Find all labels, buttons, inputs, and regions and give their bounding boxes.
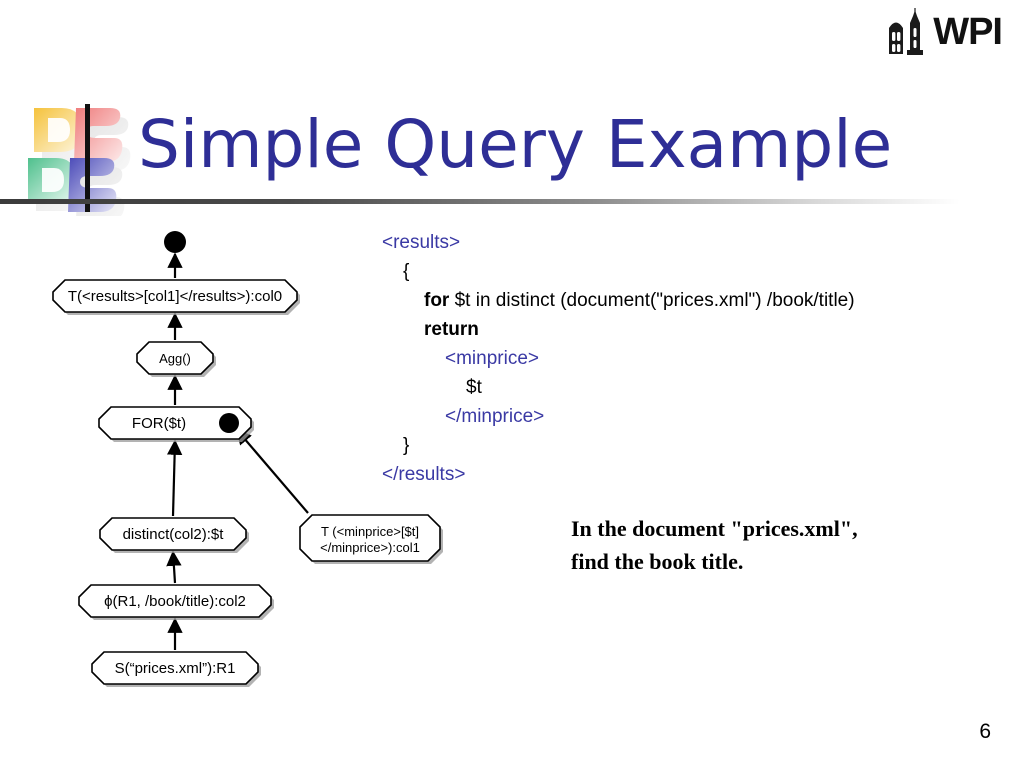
query-line: $t	[382, 373, 855, 402]
diagram-node[interactable]: ϕ(R1, /book/title):col2	[78, 584, 274, 620]
query-token: </minprice>	[445, 406, 545, 427]
query-token: $t	[466, 377, 482, 398]
node-shape	[91, 651, 259, 685]
title-divider	[0, 199, 960, 204]
node-shape	[98, 406, 252, 440]
diagram-edge	[166, 439, 183, 517]
diagram-node[interactable]: distinct(col2):$t	[99, 517, 249, 553]
wpi-tower-icon	[889, 8, 924, 55]
title-vertical-rule	[85, 104, 90, 212]
diagram-edge	[166, 550, 182, 584]
node-label: ϕ(R1, /book/title):col2	[104, 593, 246, 610]
query-token: {	[403, 261, 410, 282]
query-line: </minprice>	[382, 402, 855, 431]
node-label: S(“prices.xml”):R1	[115, 660, 236, 677]
diagram-node[interactable]: T (<minprice>[$t]</minprice>):col1	[299, 514, 443, 564]
query-description: In the document "prices.xml", find the b…	[571, 512, 991, 578]
query-token: }	[403, 435, 410, 456]
query-line: }	[382, 431, 855, 460]
description-line-2: find the book title.	[571, 549, 744, 574]
wpi-logo: WPI	[885, 8, 1003, 56]
query-line: {	[382, 257, 855, 286]
query-token: </results>	[382, 464, 466, 485]
node-label-line-2: </minprice>):col1	[320, 540, 420, 555]
node-label: distinct(col2):$t	[123, 526, 225, 543]
node-shape	[299, 514, 441, 562]
query-line: <minprice>	[382, 344, 855, 373]
query-token: <minprice>	[445, 348, 539, 369]
node-shape	[99, 517, 247, 551]
query-line: for $t in distinct (document("prices.xml…	[382, 286, 855, 315]
query-line: return	[382, 315, 855, 344]
diagram-node[interactable]: T(<results>[col1]</results>):col0	[52, 279, 300, 315]
node-label: T(<results>[col1]</results>):col0	[68, 288, 282, 305]
query-token: for	[424, 290, 450, 311]
node-shape	[52, 279, 298, 313]
query-line: <results>	[382, 228, 855, 257]
query-token: return	[424, 319, 479, 340]
query-line: </results>	[382, 460, 855, 489]
diagram-edge-diagonal	[235, 428, 309, 514]
diagram-node[interactable]: FOR($t)	[98, 406, 254, 442]
root-output-dot	[164, 231, 186, 253]
node-port-dot	[219, 413, 239, 433]
node-label: Agg()	[159, 351, 191, 366]
node-label: FOR($t)	[132, 415, 186, 432]
wpi-wordmark: WPI	[933, 11, 1003, 53]
diagram-node[interactable]: Agg()	[136, 341, 216, 377]
node-shape	[136, 341, 214, 375]
xquery-code-block: <results> { for $t in distinct (document("…	[382, 228, 855, 489]
node-label-line-1: T (<minprice>[$t]	[321, 524, 419, 539]
query-token: <results>	[382, 232, 461, 253]
page-number: 6	[979, 720, 991, 743]
page-title: Simple Query Example	[138, 106, 893, 183]
diagram-node[interactable]: S(“prices.xml”):R1	[91, 651, 261, 687]
query-token: $t in distinct (document("prices.xml") /…	[449, 290, 855, 311]
description-line-1: In the document "prices.xml",	[571, 516, 858, 541]
node-shape	[78, 584, 272, 618]
